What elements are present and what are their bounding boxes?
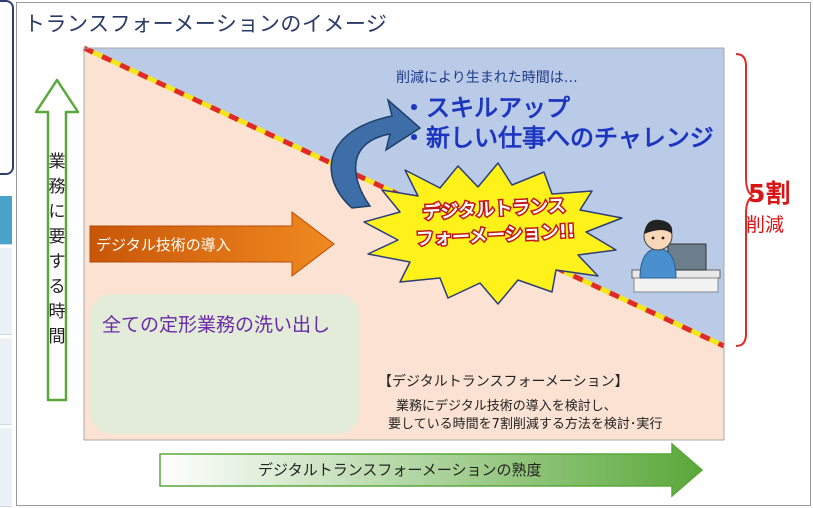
left-edge-cell bbox=[0, 428, 12, 507]
skill-up-item: ・スキルアップ bbox=[402, 94, 570, 122]
time-axis-arrow bbox=[34, 78, 80, 402]
left-edge-tab bbox=[0, 196, 12, 245]
time-axis-label: 業務に要する時間 bbox=[48, 152, 66, 347]
dx-description-line: 業務にデジタル技術の導入を検討し、 bbox=[396, 399, 617, 414]
office-worker-icon bbox=[631, 219, 721, 293]
digital-intro-label: デジタル技術の導入 bbox=[96, 236, 231, 254]
reduction-bracket bbox=[735, 53, 755, 347]
dx-burst-label: デジタルトランス フォーメーション!! bbox=[391, 192, 599, 255]
page-title: トランスフォーメーションのイメージ bbox=[24, 12, 388, 36]
dx-description-line: 要している時間を7割削減する方法を検討･実行 bbox=[388, 417, 663, 432]
left-edge-cell bbox=[0, 248, 12, 335]
reduction-word: 削減 bbox=[746, 214, 785, 236]
transformation-line bbox=[82, 45, 726, 349]
dx-section-title: 【デジタルトランスフォーメーション】 bbox=[378, 374, 629, 390]
routine-tasks-title: 全ての定形業務の洗い出し bbox=[102, 314, 331, 336]
chart-border bbox=[83, 47, 725, 441]
maturity-axis-label: デジタルトランスフォーメーションの熟度 bbox=[258, 461, 542, 479]
digital-intro-arrow bbox=[89, 210, 335, 278]
curved-arrow-icon bbox=[330, 97, 422, 209]
left-edge-cell bbox=[0, 338, 12, 425]
left-edge-panel bbox=[0, 0, 14, 175]
new-challenge-item: ・新しい仕事へのチャレンジ bbox=[402, 124, 714, 152]
reduced-time-lead: 削減により生まれた時間は… bbox=[396, 70, 578, 86]
maturity-axis-arrow bbox=[159, 442, 704, 498]
reduction-value: 5割 bbox=[748, 179, 791, 208]
dx-starburst bbox=[363, 162, 623, 305]
diagram-frame bbox=[16, 2, 811, 506]
routine-tasks-box bbox=[90, 294, 360, 434]
